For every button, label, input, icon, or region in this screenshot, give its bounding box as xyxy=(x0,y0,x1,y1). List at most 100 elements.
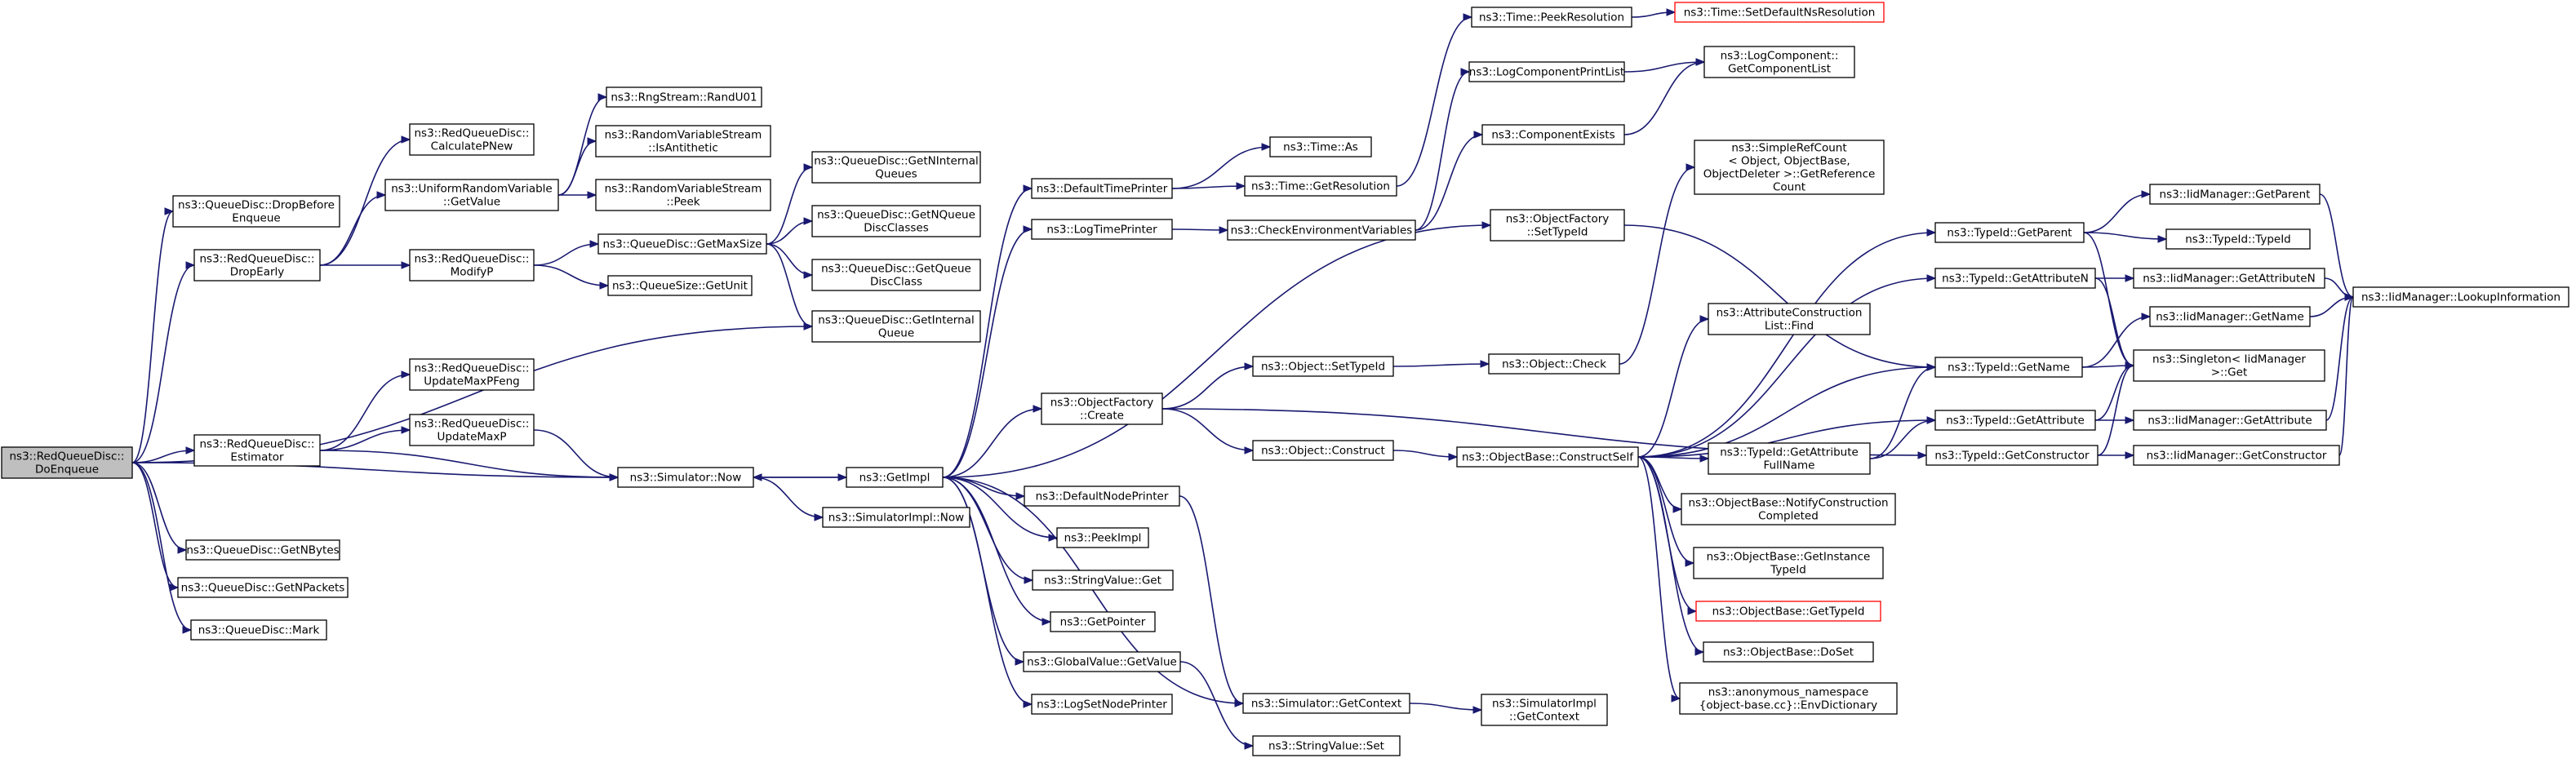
node-ns3-iidmanager-lookupinformation[interactable]: ns3::IidManager::LookupInformation xyxy=(2352,286,2569,308)
node-ns3-time-setdefaultnsresolution[interactable]: ns3::Time::SetDefaultNsResolution xyxy=(1674,2,1885,23)
node-box[interactable] xyxy=(185,539,340,561)
node-box[interactable] xyxy=(1023,651,1181,672)
node-box[interactable] xyxy=(1032,570,1174,591)
node-box[interactable] xyxy=(846,467,944,488)
node-box[interactable] xyxy=(1031,178,1173,199)
node-ns3-queuedisc-getnbytes[interactable]: ns3::QueueDisc::GetNBytes xyxy=(185,539,340,561)
node-box[interactable] xyxy=(1674,2,1885,23)
node-ns3-object-check[interactable]: ns3::Object::Check xyxy=(1488,353,1620,375)
node-ns3-redqueuedisc-modifyp[interactable]: ns3::RedQueueDisc::ModifyP xyxy=(409,249,535,282)
node-ns3-logcomponent-getcomponentlist[interactable]: ns3::LogComponent::GetComponentList xyxy=(1703,46,1855,78)
node-box[interactable] xyxy=(1708,442,1871,475)
node-ns3-object-settypeid[interactable]: ns3::Object::SetTypeId xyxy=(1252,356,1394,377)
node-box[interactable] xyxy=(190,619,327,641)
node-box[interactable] xyxy=(1703,46,1855,78)
node-box[interactable] xyxy=(384,179,559,211)
node-ns3-objectbase-doset[interactable]: ns3::ObjectBase::DoSet xyxy=(1703,641,1874,663)
node-box[interactable] xyxy=(1242,693,1410,714)
node-ns3-iidmanager-getattributen[interactable]: ns3::IidManager::GetAttributeN xyxy=(2133,268,2325,289)
node-ns3-simplerefcount-object-objectbase-objectdeleter-getreference-count[interactable]: ns3::SimpleRefCount< Object, ObjectBase,… xyxy=(1694,140,1885,195)
node-box[interactable] xyxy=(1481,124,1625,145)
node-box[interactable] xyxy=(1031,219,1173,240)
node-box[interactable] xyxy=(193,249,321,282)
node-box[interactable] xyxy=(193,434,321,467)
node-ns3-defaulttimeprinter[interactable]: ns3::DefaultTimePrinter xyxy=(1031,178,1173,199)
node-ns3-objectbase-gettypeid[interactable]: ns3::ObjectBase::GetTypeId xyxy=(1695,601,1881,622)
node-ns3-redqueuedisc-doenqueue[interactable]: ns3::RedQueueDisc::DoEnqueue xyxy=(1,446,133,479)
node-ns3-simulatorimpl-now[interactable]: ns3::SimulatorImpl::Now xyxy=(822,507,970,528)
node-ns3-typeid-getattributen[interactable]: ns3::TypeId::GetAttributeN xyxy=(1934,268,2096,289)
node-box[interactable] xyxy=(1481,694,1608,726)
node-box[interactable] xyxy=(177,577,349,598)
node-box[interactable] xyxy=(607,275,753,296)
node-ns3-time-as[interactable]: ns3::Time::As xyxy=(1269,136,1372,157)
node-ns3-randomvariablestream-isantithetic[interactable]: ns3::RandomVariableStream::IsAntithetic xyxy=(595,125,771,157)
node-ns3-uniformrandomvariable-getvalue[interactable]: ns3::UniformRandomVariable::GetValue xyxy=(384,179,559,211)
node-ns3-typeid-typeid[interactable]: ns3::TypeId::TypeId xyxy=(2165,228,2311,250)
node-ns3-iidmanager-getconstructor[interactable]: ns3::IidManager::GetConstructor xyxy=(2133,445,2340,466)
node-ns3-queuesize-getunit[interactable]: ns3::QueueSize::GetUnit xyxy=(607,275,753,296)
node-box[interactable] xyxy=(409,123,535,156)
node-box[interactable] xyxy=(1471,7,1632,28)
node-box[interactable] xyxy=(409,358,535,391)
node-ns3-stringvalue-get[interactable]: ns3::StringValue::Get xyxy=(1032,570,1174,591)
node-box[interactable] xyxy=(409,249,535,282)
node-box[interactable] xyxy=(2149,184,2321,205)
node-ns3-redqueuedisc-updatemaxp[interactable]: ns3::RedQueueDisc::UpdateMaxP xyxy=(409,414,535,446)
node-box[interactable] xyxy=(1708,303,1871,335)
node-box[interactable] xyxy=(811,259,981,291)
node-ns3-typeid-getname[interactable]: ns3::TypeId::GetName xyxy=(1934,357,2083,378)
node-ns3-queuedisc-getnpackets[interactable]: ns3::QueueDisc::GetNPackets xyxy=(177,577,349,598)
node-box[interactable] xyxy=(2352,286,2569,308)
node-box[interactable] xyxy=(1934,268,2096,289)
node-box[interactable] xyxy=(1269,136,1372,157)
node-ns3-singleton-iidmanager-get[interactable]: ns3::Singleton< IidManager>::Get xyxy=(2133,349,2325,382)
node-box[interactable] xyxy=(1490,209,1625,242)
node-box[interactable] xyxy=(1681,493,1896,525)
node-ns3-stringvalue-set[interactable]: ns3::StringValue::Set xyxy=(1252,735,1401,756)
node-ns3-logsetnodeprinter[interactable]: ns3::LogSetNodePrinter xyxy=(1031,694,1173,715)
node-box[interactable] xyxy=(1244,175,1397,197)
node-box[interactable] xyxy=(1925,445,2099,466)
node-box[interactable] xyxy=(1050,611,1156,632)
node-ns3-iidmanager-getname[interactable]: ns3::IidManager::GetName xyxy=(2149,306,2311,327)
node-box[interactable] xyxy=(1252,735,1401,756)
node-box[interactable] xyxy=(1679,682,1898,715)
node-box[interactable] xyxy=(2165,228,2311,250)
node-box[interactable] xyxy=(1468,61,1625,82)
node-ns3-iidmanager-getattribute[interactable]: ns3::IidManager::GetAttribute xyxy=(2133,410,2327,431)
node-box[interactable] xyxy=(1252,440,1394,461)
node-box[interactable] xyxy=(1695,601,1881,622)
node-ns3-globalvalue-getvalue[interactable]: ns3::GlobalValue::GetValue xyxy=(1023,651,1181,672)
node-ns3-typeid-getattribute[interactable]: ns3::TypeId::GetAttribute xyxy=(1934,410,2096,431)
node-ns3-redqueuedisc-dropearly[interactable]: ns3::RedQueueDisc::DropEarly xyxy=(193,249,321,282)
node-ns3-objectbase-constructself[interactable]: ns3::ObjectBase::ConstructSelf xyxy=(1456,446,1639,468)
node-box[interactable] xyxy=(1041,392,1163,425)
node-ns3-simulator-getcontext[interactable]: ns3::Simulator::GetContext xyxy=(1242,693,1410,714)
node-box[interactable] xyxy=(1934,357,2083,378)
node-ns3-objectbase-notifyconstruction-completed[interactable]: ns3::ObjectBase::NotifyConstructionCompl… xyxy=(1681,493,1896,525)
node-box[interactable] xyxy=(1456,446,1639,468)
node-box[interactable] xyxy=(409,414,535,446)
node-ns3-defaultnodeprinter[interactable]: ns3::DefaultNodePrinter xyxy=(1024,485,1180,507)
node-ns3-simulator-now[interactable]: ns3::Simulator::Now xyxy=(617,467,754,488)
node-ns3-logcomponentprintlist[interactable]: ns3::LogComponentPrintList xyxy=(1468,61,1625,82)
node-box[interactable] xyxy=(1694,140,1885,195)
node-box[interactable] xyxy=(595,125,771,157)
node-box[interactable] xyxy=(1252,356,1394,377)
node-box[interactable] xyxy=(1024,485,1180,507)
node-box[interactable] xyxy=(606,86,762,108)
node-box[interactable] xyxy=(597,233,767,255)
node-ns3-typeid-getparent[interactable]: ns3::TypeId::GetParent xyxy=(1934,222,2085,243)
node-ns3-peekimpl[interactable]: ns3::PeekImpl xyxy=(1056,527,1149,548)
node-box[interactable] xyxy=(617,467,754,488)
node-box[interactable] xyxy=(172,195,340,228)
node-ns3-redqueuedisc-estimator[interactable]: ns3::RedQueueDisc::Estimator xyxy=(193,434,321,467)
